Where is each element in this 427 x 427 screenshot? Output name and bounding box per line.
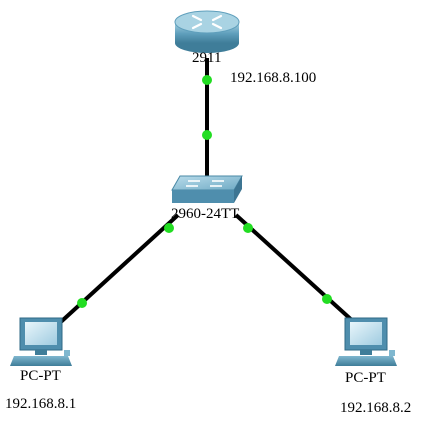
port-status-dot <box>164 223 174 233</box>
pc-right-type-label: PC-PT <box>345 370 386 386</box>
link-switch-pc-left[interactable] <box>50 213 180 332</box>
port-status-dot <box>322 294 332 304</box>
pc-left-icon[interactable] <box>10 317 72 366</box>
port-status-dot <box>243 223 253 233</box>
router-icon[interactable] <box>174 10 240 53</box>
link-switch-pc-right[interactable] <box>234 213 357 325</box>
switch-icon[interactable] <box>171 175 243 203</box>
pc-left-ip-label: 192.168.8.1 <box>5 396 77 412</box>
pc-left-type-label: PC-PT <box>20 368 61 384</box>
port-status-dot <box>77 298 87 308</box>
port-status-dot <box>202 130 212 140</box>
switch-model-label: 2960-24TT <box>171 206 240 222</box>
port-status-dot <box>202 75 212 85</box>
router-ip-label: 192.168.8.100 <box>230 70 317 86</box>
pc-right-icon[interactable] <box>335 317 397 366</box>
router-model-label: 2911 <box>192 50 222 66</box>
pc-right-ip-label: 192.168.8.2 <box>340 400 412 416</box>
